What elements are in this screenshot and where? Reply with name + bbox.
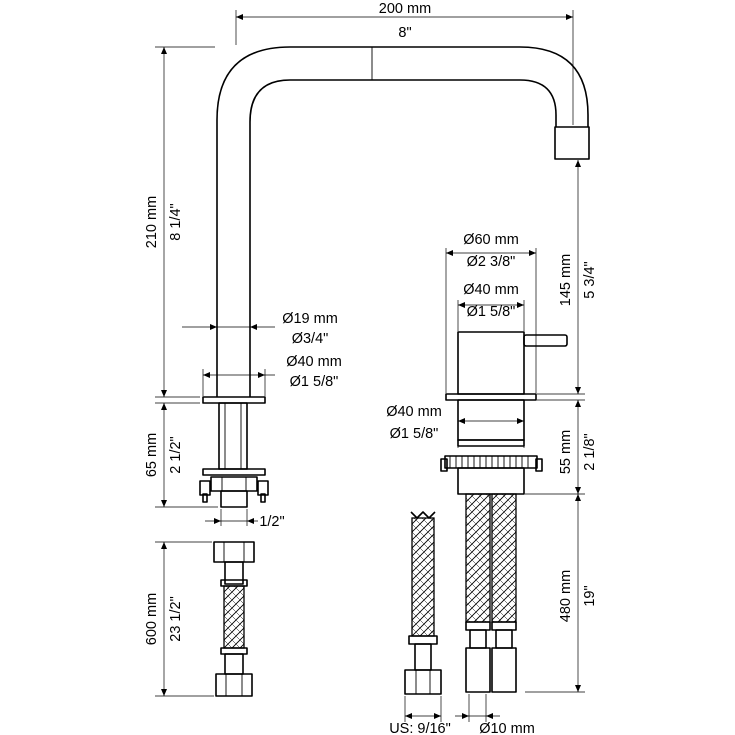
detail-hose-nut <box>404 669 442 695</box>
mixer-base-dia-mm-label: Ø40 mm <box>386 404 442 420</box>
spout-mount-height-mm-label: 65 mm <box>144 433 160 477</box>
mixer-hose-left-braid <box>465 493 491 623</box>
hose-length-left-mm-label: 600 mm <box>144 593 160 645</box>
hose-bottom-fitting <box>215 673 253 697</box>
spout-tube <box>216 46 589 397</box>
spout-rosette <box>202 396 266 404</box>
mixer-hose-right-braid <box>491 493 517 623</box>
dimension-labels: 200 mm 8" 210 mm 8 1/4" Ø19 mm Ø3/4" Ø40… <box>144 1 598 735</box>
spout-tube-dia-mm-label: Ø19 mm <box>282 311 338 327</box>
mixer-body-dia-mm-label: Ø40 mm <box>463 282 519 298</box>
hose-length-right-in-label: 19" <box>582 585 598 606</box>
dimension-lines <box>155 10 585 722</box>
overall-width-in-label: 8" <box>398 25 411 41</box>
mixer-body-dia-in-label: Ø1 5/8" <box>467 304 516 320</box>
mixer-height-mm-label: 145 mm <box>558 254 574 306</box>
spout-clamp-bolt-right <box>257 480 269 496</box>
mixer-lever <box>523 334 568 347</box>
hose-length-left-in-label: 23 1/2" <box>168 596 184 641</box>
mixer-base-block <box>457 467 525 495</box>
spout-thread-label: 1/2" <box>259 514 284 530</box>
mixer-height-in-label: 5 3/4" <box>582 261 598 298</box>
mixer-flange-dia-in-label: Ø2 3/8" <box>467 254 516 270</box>
detail-hose-braid <box>411 517 435 637</box>
mixer-rosette <box>445 393 537 401</box>
overall-width-mm-label: 200 mm <box>379 1 431 17</box>
mixer-mount-height-in-label: 2 1/8" <box>582 433 598 470</box>
spout-assembly <box>199 46 590 508</box>
mixer-assembly <box>440 331 568 495</box>
spout-shank <box>218 402 248 470</box>
hose-length-right-mm-label: 480 mm <box>558 570 574 622</box>
spout-hose <box>213 541 255 697</box>
hose-top-nut <box>213 541 255 563</box>
spout-base-dia-in-label: Ø1 5/8" <box>290 374 339 390</box>
overall-height-mm-label: 210 mm <box>144 196 160 248</box>
mixer-shank <box>457 399 525 441</box>
mixer-base-dia-in-label: Ø1 5/8" <box>390 426 439 442</box>
mixer-hose-right-fitting <box>491 647 517 693</box>
spout-mount-washer <box>202 468 266 476</box>
hose-nut-us-label: US: 9/16" <box>389 721 451 735</box>
spout-outlet <box>554 126 590 160</box>
spout-clamp-bolt-left <box>199 480 211 496</box>
hose-braid <box>223 585 245 649</box>
spout-mount-height-in-label: 2 1/2" <box>168 436 184 473</box>
mixer-hose-left-fitting <box>465 647 491 693</box>
mixer-mount-height-mm-label: 55 mm <box>558 430 574 474</box>
mixer-flange-dia-mm-label: Ø60 mm <box>463 232 519 248</box>
detail-hose <box>404 511 442 695</box>
hose-dia-mm-label: Ø10 mm <box>479 721 535 735</box>
overall-height-in-label: 8 1/4" <box>168 203 184 240</box>
spout-base-dia-mm-label: Ø40 mm <box>286 354 342 370</box>
spout-nut <box>210 476 258 492</box>
spout-thread-stub <box>220 490 248 508</box>
spout-tube-dia-in-label: Ø3/4" <box>292 331 329 347</box>
mixer-hoses <box>465 493 517 693</box>
mixer-body <box>457 331 525 395</box>
mixer-clamp-ring <box>444 455 538 469</box>
